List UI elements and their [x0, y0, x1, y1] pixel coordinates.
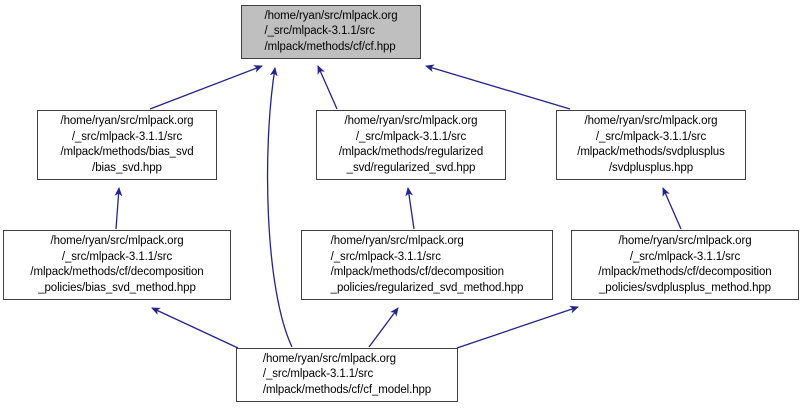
node-svdplusplus-hpp[interactable]: /home/ryan/src/mlpack.org /_src/mlpack-3…	[556, 110, 746, 180]
edge-cf_model-to-bias_svd_method	[151, 307, 239, 349]
edge-svdplusplus_method-to-svdplusplus	[662, 187, 682, 230]
node-regularized-svd-method-hpp[interactable]: /home/ryan/src/mlpack.org /_src/mlpack-3…	[301, 230, 553, 300]
node-label: /home/ryan/src/mlpack.org /_src/mlpack-3…	[60, 115, 194, 174]
node-label: /home/ryan/src/mlpack.org /_src/mlpack-3…	[338, 115, 484, 174]
edge-cf_model-to-cf	[266, 67, 293, 348]
node-label: /home/ryan/src/mlpack.org /_src/mlpack-3…	[30, 235, 204, 294]
edge-svdplusplus-to-cf	[425, 64, 571, 110]
edge-regularized_svd_method-to-regularized_svd	[405, 187, 415, 230]
node-svdplusplus-method-hpp[interactable]: /home/ryan/src/mlpack.org /_src/mlpack-3…	[571, 230, 799, 300]
edge-bias_svd_method-to-bias_svd	[114, 187, 123, 230]
edge-cf_model-to-regularized_svd_method	[368, 307, 399, 348]
node-cf-model-hpp[interactable]: /home/ryan/src/mlpack.org /_src/mlpack-3…	[236, 348, 458, 402]
node-label: /home/ryan/src/mlpack.org /_src/mlpack-3…	[262, 352, 432, 396]
node-regularized-svd-hpp[interactable]: /home/ryan/src/mlpack.org /_src/mlpack-3…	[316, 110, 506, 180]
edge-cf_model-to-svdplusplus_method	[456, 305, 579, 349]
node-label: /home/ryan/src/mlpack.org /_src/mlpack-3…	[598, 235, 772, 294]
edge-regularized_svd-to-cf	[317, 65, 338, 110]
node-label: /home/ryan/src/mlpack.org /_src/mlpack-3…	[330, 235, 524, 294]
edge-bias_svd-to-cf	[149, 65, 263, 110]
node-label: /home/ryan/src/mlpack.org /_src/mlpack-3…	[577, 115, 725, 174]
node-label: /home/ryan/src/mlpack.org /_src/mlpack-3…	[264, 9, 398, 53]
node-bias-svd-hpp[interactable]: /home/ryan/src/mlpack.org /_src/mlpack-3…	[37, 110, 217, 180]
node-cf-hpp[interactable]: /home/ryan/src/mlpack.org /_src/mlpack-3…	[241, 5, 421, 59]
node-bias-svd-method-hpp[interactable]: /home/ryan/src/mlpack.org /_src/mlpack-3…	[3, 230, 231, 300]
